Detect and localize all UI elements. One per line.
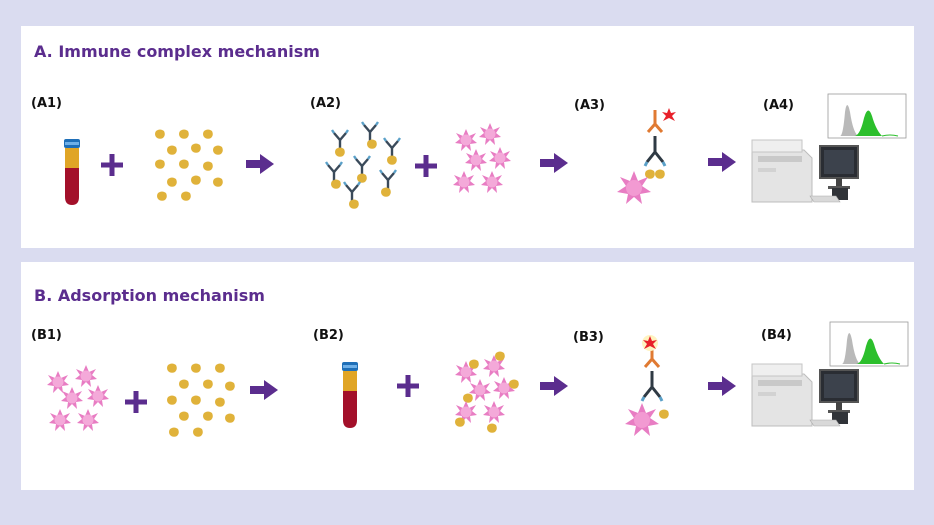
histogram-icon	[827, 93, 907, 139]
histogram-icon	[829, 321, 909, 367]
panel-a-title: A. Immune complex mechanism	[34, 42, 320, 61]
arrow-icon	[540, 376, 568, 396]
plus-icon	[125, 391, 147, 413]
cells-icon	[453, 123, 511, 193]
arrow-icon	[708, 376, 736, 396]
step-label-a3: (A3)	[574, 98, 605, 113]
arrow-icon	[250, 380, 278, 400]
arrow-icon	[708, 152, 736, 172]
antibody-on-cell-icon	[617, 108, 676, 204]
blood-tube-icon	[342, 362, 358, 428]
drug-particles-icon	[167, 363, 235, 437]
cells-icon	[47, 365, 109, 431]
step-label-a1: (A1)	[31, 96, 62, 111]
blood-tube-icon	[64, 139, 80, 205]
plus-icon	[397, 375, 419, 397]
antibody-on-cell-icon	[625, 335, 669, 436]
step-label-b1: (B1)	[31, 328, 62, 343]
step-label-b4: (B4)	[761, 328, 792, 343]
panel-b-title: B. Adsorption mechanism	[34, 286, 265, 305]
cells-with-particles-icon	[455, 351, 519, 433]
flow-cytometer-icon	[751, 363, 859, 427]
drug-particles-icon	[155, 129, 223, 201]
arrow-icon	[246, 154, 274, 174]
arrow-icon	[540, 153, 568, 173]
flow-cytometer-icon	[751, 139, 859, 203]
step-label-b3: (B3)	[573, 330, 604, 345]
step-label-b2: (B2)	[313, 328, 344, 343]
antibody-complex-icon	[324, 120, 402, 209]
step-label-a4: (A4)	[763, 98, 794, 113]
plus-icon	[101, 154, 123, 176]
step-label-a2: (A2)	[310, 96, 341, 111]
plus-icon	[415, 155, 437, 177]
